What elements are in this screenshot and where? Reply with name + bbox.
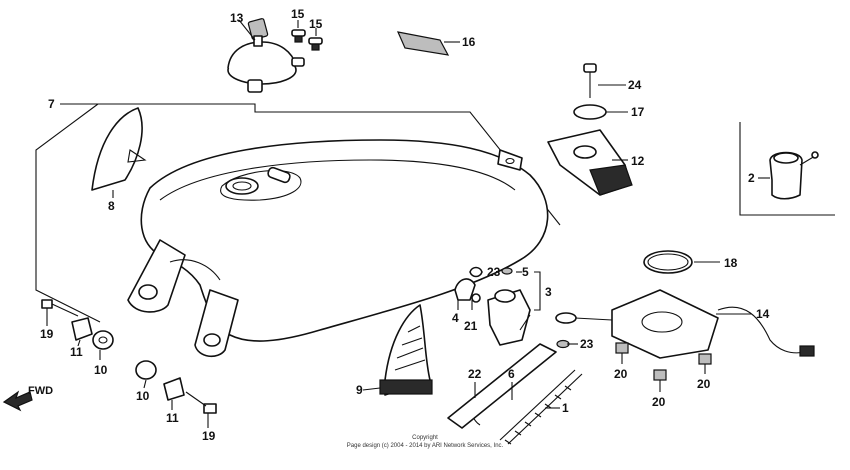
- cap-screw-b: [308, 37, 323, 51]
- callout-12: 12: [631, 154, 645, 168]
- callout-10a: 10: [94, 363, 108, 377]
- nut-20a: [615, 342, 629, 354]
- hose-clip-a: [454, 278, 476, 301]
- fuel-sender-unit: [555, 289, 815, 359]
- callout-23b: 23: [580, 337, 594, 351]
- petcock-bracket-outline: [739, 122, 835, 216]
- bolt-19b: [185, 391, 217, 414]
- collar-11a: [71, 317, 93, 341]
- callout-11a: 11: [70, 345, 83, 359]
- callout-20c: 20: [697, 377, 711, 391]
- callout-16: 16: [462, 35, 476, 49]
- bolt-24: [583, 63, 597, 98]
- callout-3: 3: [545, 285, 552, 299]
- copyright-line-1: Copyright: [412, 435, 438, 441]
- callout-15b: 15: [309, 17, 323, 31]
- callout-23a: 23: [487, 265, 501, 279]
- callout-19b: 19: [202, 429, 216, 443]
- copyright-line-2: Page design (c) 2004 - 2014 by ARI Netwo…: [347, 443, 504, 449]
- hose-clip-b: [471, 293, 481, 303]
- o-ring: [643, 250, 693, 274]
- callout-8: 8: [108, 199, 115, 213]
- callout-9: 9: [356, 383, 363, 397]
- callout-10b: 10: [136, 389, 150, 403]
- fuel-hose-clip: [469, 266, 483, 278]
- tank-decal-strip: [396, 31, 450, 56]
- leader-lines: [46, 19, 770, 428]
- callout-11b: 11: [166, 411, 179, 425]
- copyright-notice: Copyright Page design (c) 2004 - 2014 by…: [347, 435, 504, 449]
- nut-20b: [653, 369, 667, 381]
- callout-2: 2: [748, 171, 755, 185]
- knee-grip-emblem: [91, 107, 143, 191]
- callout-18: 18: [724, 256, 738, 270]
- callout-21: 21: [464, 319, 478, 333]
- damper-cushion: [573, 104, 607, 120]
- callout-19a: 19: [40, 327, 54, 341]
- collar-11b: [163, 377, 185, 401]
- rubber-10a: [92, 330, 114, 350]
- callout-17: 17: [631, 105, 645, 119]
- callout-labels: 13 15 15 16 24 17 12 2 18 14 7 8 23 5 3 …: [40, 7, 770, 443]
- fuel-line-spring: [499, 369, 583, 445]
- fuel-tank: [127, 139, 549, 358]
- callout-20a: 20: [614, 367, 628, 381]
- callout-5: 5: [522, 265, 529, 279]
- washer-23a: [501, 267, 513, 275]
- fuel-cock-assembly: [487, 289, 531, 346]
- callout-13: 13: [230, 11, 244, 25]
- callout-15a: 15: [291, 7, 305, 21]
- callout-7: 7: [48, 97, 55, 111]
- callout-20b: 20: [652, 395, 666, 409]
- cap-screw-a: [291, 29, 306, 43]
- nut-20c: [698, 353, 712, 365]
- callout-22: 22: [468, 367, 482, 381]
- wing-emblem: [379, 304, 433, 396]
- fuel-cap: [227, 18, 305, 93]
- callout-4: 4: [452, 311, 459, 325]
- fuel-valve: [769, 151, 819, 200]
- forward-direction-arrow: FWD: [2, 385, 53, 412]
- rubber-10b: [135, 360, 157, 380]
- callout-1: 1: [562, 401, 569, 415]
- callout-14: 14: [756, 307, 770, 321]
- fwd-label: FWD: [28, 385, 53, 397]
- mounting-plate: [547, 129, 633, 196]
- drain-hose: [447, 343, 557, 429]
- callout-6: 6: [508, 367, 515, 381]
- callout-24: 24: [628, 78, 642, 92]
